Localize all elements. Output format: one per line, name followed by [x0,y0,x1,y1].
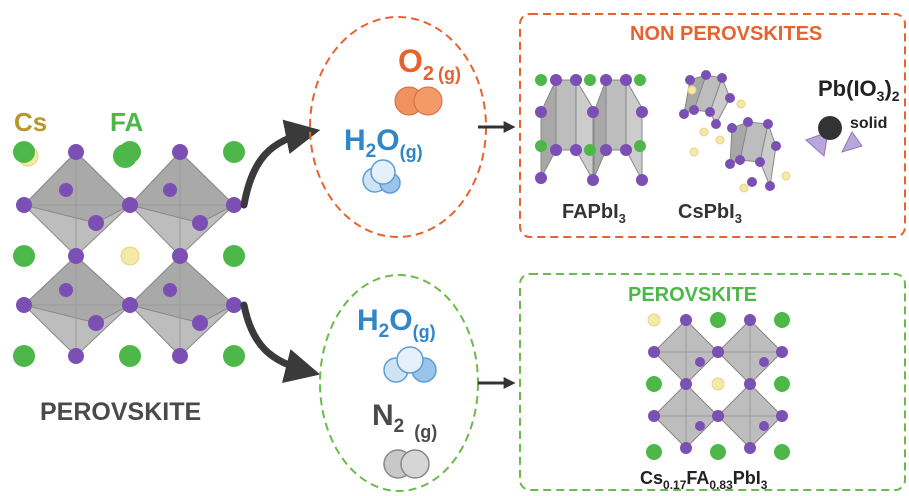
h2o-molecule-bottom [383,346,437,383]
octahedron [129,255,235,357]
legend-cs-label: Cs [14,107,47,137]
h2o-molecule-top [362,159,401,194]
cs-atom [120,246,140,266]
fa-atom [119,345,141,367]
curved-arrow-down [240,301,321,384]
fa-atom [119,141,141,163]
o2-label: O2(g) [398,43,461,85]
octahedron [23,151,131,257]
pbio3-state: solid [850,115,887,132]
mixed-perovskite-lattice [646,312,790,460]
perovskite-caption: PEROVSKITE [40,398,201,426]
o2-molecule [394,86,443,116]
fa-atom [223,345,245,367]
pbio3-molecule [805,116,863,157]
legend-fa-label: FA [110,107,143,137]
cspbi3-label: CsPbI3 [678,201,742,226]
fa-atom [223,141,245,163]
curved-arrow-up [240,119,321,209]
n2-molecule [383,449,430,479]
octahedron [22,255,131,357]
fapbi3-structure [535,74,648,186]
fa-atom [13,141,35,163]
cspbi3-structure [679,70,791,193]
pbio3-label: Pb(IO3)2 [818,76,900,104]
non-perovskites-box [519,13,906,238]
mixed-perovskite-formula: Cs0.17FA0.83PbI3 [640,468,768,492]
fa-atom [223,245,245,267]
perovskite-lattice [13,141,245,367]
fa-atom [13,245,35,267]
octahedron [129,151,235,257]
iodide-atoms [16,144,242,364]
perovskite-box-title: PEROVSKITE [628,284,757,306]
fa-atom [13,345,35,367]
n2-label: N2(g) [372,399,437,442]
h2o-label-bottom: H2O(g) [357,304,436,342]
perovskite-box [519,273,906,491]
non-perovskites-title: NON PEROVSKITES [630,23,822,45]
h2o-label-top: H2O(g) [344,124,423,162]
fapbi3-label: FAPbI3 [562,201,626,226]
